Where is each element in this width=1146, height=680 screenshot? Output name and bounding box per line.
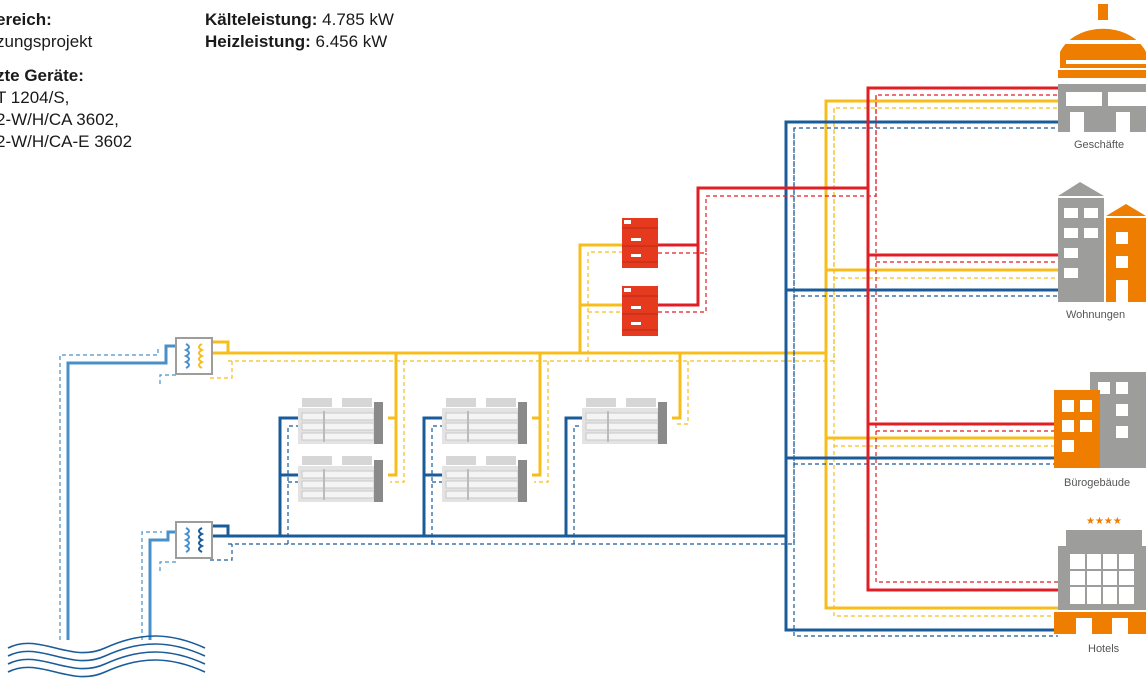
building-shops: Geschäfte	[1058, 4, 1146, 151]
devices-label: zte Geräte:	[0, 66, 84, 85]
warm-pipes	[210, 99, 1058, 617]
hot-pipes	[658, 86, 1058, 592]
chiller-unit	[297, 397, 384, 445]
device-item: 2-W/H/CA 3602,	[0, 110, 119, 129]
source-water-pipes	[59, 344, 178, 640]
cooling-value: 4.785 kW	[322, 10, 394, 29]
device-item: 2-W/H/CA-E 3602	[0, 132, 133, 151]
chiller-unit	[441, 397, 528, 445]
hotel-stars: ★★★★	[1086, 516, 1122, 527]
heat-exchanger-warm	[175, 337, 213, 375]
chiller-unit	[297, 455, 384, 503]
capacity-info: Kälteleistung: 4.785 kW Heizleistung: 6.…	[205, 9, 394, 53]
building-label-hotels: Hotels	[1088, 643, 1120, 655]
heat-exchanger-cold	[175, 521, 213, 559]
building-offices: Bürogebäude	[1054, 372, 1146, 489]
building-label-shops: Geschäfte	[1074, 139, 1124, 151]
building-label-offices: Bürogebäude	[1064, 477, 1130, 489]
project-info: ereich: zungsprojekt zte Geräte: T 1204/…	[0, 9, 132, 153]
cold-pipes	[210, 120, 1058, 637]
device-item: T 1204/S,	[0, 88, 70, 107]
chiller-unit	[441, 455, 528, 503]
heat-pump-unit	[621, 285, 659, 337]
cooling-label: Kälteleistung:	[205, 10, 318, 29]
area-value: zungsprojekt	[0, 32, 93, 51]
chiller-unit	[581, 397, 668, 445]
heating-value: 6.456 kW	[315, 32, 388, 51]
building-hotels: ★★★★ Hotels	[1054, 516, 1146, 655]
heat-pump-unit	[621, 217, 659, 269]
area-label: ereich:	[0, 10, 52, 29]
building-label-apartments: Wohnungen	[1066, 309, 1125, 321]
building-apartments: Wohnungen	[1058, 182, 1146, 321]
heating-label: Heizleistung:	[205, 32, 311, 51]
water-waves	[7, 635, 206, 678]
